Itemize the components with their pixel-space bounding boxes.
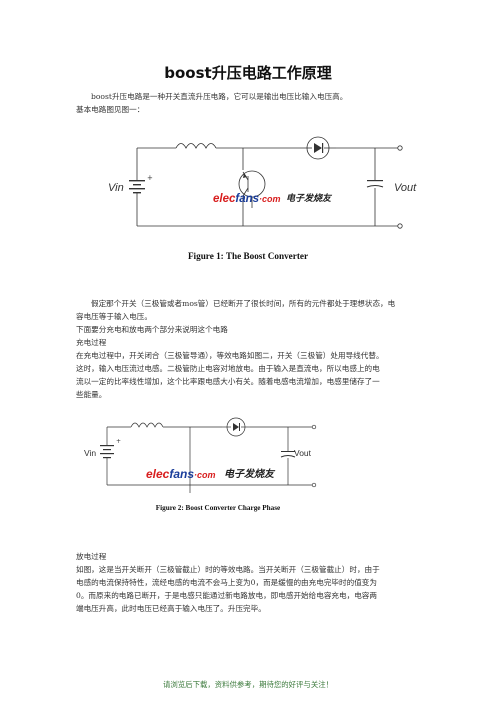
vin-label: Vin <box>108 182 124 194</box>
plus-sign: + <box>116 438 121 445</box>
charge-line-1: 在充电过程中，开关闭合（三极管导通），等效电路如图二，开关（三极管）处用导线代替… <box>76 351 384 360</box>
vin-label: Vin <box>84 448 96 458</box>
figure-2-caption: Figure 2: Boost Converter Charge Phase <box>155 504 281 512</box>
vout-label: Vout <box>394 182 417 194</box>
svg-text:电子发烧友: 电子发烧友 <box>224 468 276 480</box>
svg-text:电子发烧友: 电子发烧友 <box>286 193 333 204</box>
figure-1-caption: Figure 1: The Boost Converter <box>187 251 309 261</box>
figure-1-boost-converter: Vin Vout + elecfans·com 电子发烧友 <box>108 136 417 229</box>
svg-text:elecfans·com: elecfans·com <box>146 467 216 481</box>
discharge-paragraph: 如图，这是当开关断开（三极管截止）时的等效电路。当开关断开（三极管截止）时，由于… <box>76 563 426 615</box>
assumption-paragraph: 假定那个开关（三极管或者mos管）已经断开了很长时间，所有的元件都处于理想状态，… <box>76 297 426 323</box>
capacitor-plate <box>367 180 383 182</box>
capacitor-plate <box>281 451 295 452</box>
discharge-line-2: 电感的电流保持特性，流经电感的电流不会马上变为0，而是缓慢的由充电完毕时的值变为 <box>76 578 377 587</box>
document-title: boost升压电路工作原理 <box>164 64 332 82</box>
diode-triangle <box>233 423 239 431</box>
vout-label: Vout <box>294 448 312 458</box>
diode-triangle <box>314 143 322 153</box>
charge-line-4: 些能量。 <box>76 390 107 399</box>
assume-line-1: 假定那个开关（三极管或者mos管）已经断开了很长时间，所有的元件都处于理想状态，… <box>91 299 396 308</box>
elecfans-logo: elecfans·com 电子发烧友 <box>146 467 276 481</box>
charge-paragraph: 在充电过程中，开关闭合（三极管导通），等效电路如图二，开关（三极管）处用导线代替… <box>76 349 426 401</box>
intro-paragraph: boost升压电路是一种开关直流升压电路，它可以是输出电压比输入电压高。 基本电… <box>76 90 426 116</box>
charge-line-3: 流以一定的比率线性增加，这个比率跟电感大小有关。随着电感电流增加，电感里储存了一 <box>76 377 380 386</box>
charge-heading: 充电过程 <box>76 338 107 347</box>
charge-line-2: 这时，输入电压流过电感。二极管防止电容对地放电。由于输入是直流电，所以电感上的电 <box>76 364 380 373</box>
discharge-line-1: 如图，这是当开关断开（三极管截止）时的等效电路。当开关断开（三极管截止）时，由于 <box>76 565 380 574</box>
discharge-line-3: 0。而原来的电路已断开，于是电感只能通过新电路放电，即电感开始给电容充电，电容两 <box>76 591 377 600</box>
intro-line-1: boost升压电路是一种开关直流升压电路，它可以是输出电压比输入电压高。 <box>91 92 348 101</box>
page-footer: 请浏览后下载，资料供参考，期待您的好评与关注！ <box>163 680 333 689</box>
plus-sign: + <box>147 174 153 182</box>
battery-plate <box>100 445 114 447</box>
explain-intro: 下面要分充电和放电两个部分来说明这个电路 <box>76 325 228 334</box>
inductor-symbol <box>175 143 217 149</box>
discharge-line-4: 端电压升高，此时电压已经高于输入电压了。升压完毕。 <box>76 604 266 613</box>
intro-line-2: 基本电路图见图一： <box>76 105 145 114</box>
inductor-symbol <box>130 422 164 428</box>
assume-line-2: 容电压等于输入电压。 <box>76 312 152 321</box>
elecfans-logo: elecfans·com 电子发烧友 <box>213 193 333 205</box>
figure-2-charge-phase: Vin Vout + elecfans·com 电子发烧友 <box>84 417 317 493</box>
svg-text:elecfans·com: elecfans·com <box>213 193 281 205</box>
battery-plate <box>129 180 145 182</box>
discharge-heading: 放电过程 <box>76 552 107 561</box>
